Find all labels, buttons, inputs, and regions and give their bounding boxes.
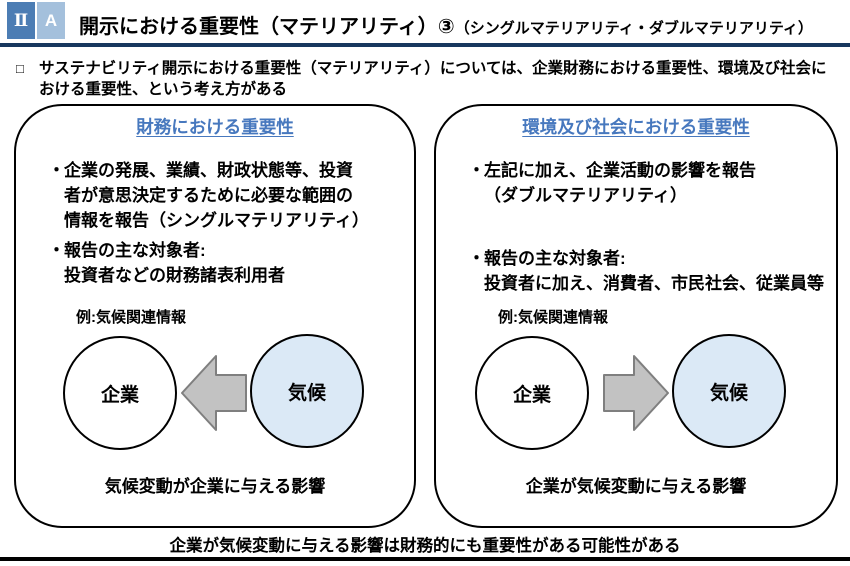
financial-bullet-2: ・ 報告の主な対象者: 投資者などの財務諸表利用者 (48, 238, 285, 288)
section-badge-a: A (37, 2, 65, 39)
environment-bullet-1-line-1: 左記に加え、企業活動の影響を報告 (484, 161, 756, 180)
environment-social-materiality-title: 環境及び社会における重要性 (522, 117, 750, 137)
financial-bullet-1-line-3: 情報を報告（シングルマテリアリティ） (64, 211, 369, 230)
environment-diagram-caption: 企業が気候変動に与える影響 (525, 477, 747, 496)
environment-bullet-2: ・ 報告の主な対象者: 投資者に加え、消費者、市民社会、従業員等 (468, 246, 824, 296)
climate-circle: 気候 (672, 334, 786, 448)
financial-bullet-1: ・ 企業の発展、業績、財政状態等、投資 者が意思決定するために必要な範囲の 情報… (48, 158, 369, 233)
environment-social-materiality-panel: 環境及び社会における重要性 ・ 左記に加え、企業活動の影響を報告 （ダブルマテリ… (434, 104, 838, 528)
environment-bullet-2-line-2: 投資者に加え、消費者、市民社会、従業員等 (484, 274, 824, 293)
environment-bullet-1-line-2: （ダブルマテリアリティ） (484, 186, 687, 205)
financial-materiality-panel: 財務における重要性 ・ 企業の発展、業績、財政状態等、投資 者が意思決定するため… (14, 104, 416, 528)
financial-bullet-1-line-2: 者が意思決定するために必要な範囲の (64, 186, 353, 205)
dot-bullet-icon: ・ (48, 241, 65, 260)
intro-text: サステナビリティ開示における重要性（マテリアリティ）については、企業財務における… (39, 60, 827, 98)
section-badge-roman-ii: Ⅱ (7, 2, 35, 39)
environment-bullet-2-line-1: 報告の主な対象者: (484, 249, 626, 268)
dot-bullet-icon: ・ (468, 161, 485, 180)
dot-bullet-icon: ・ (48, 161, 65, 180)
environment-bullet-1: ・ 左記に加え、企業活動の影響を報告 （ダブルマテリアリティ） (468, 158, 756, 208)
financial-bullet-1-line-1: 企業の発展、業績、財政状態等、投資 (64, 161, 353, 180)
financial-bullet-2-line-2: 投資者などの財務諸表利用者 (64, 266, 285, 285)
financial-diagram-caption: 気候変動が企業に与える影響 (104, 477, 326, 496)
financial-bullet-2-line-1: 報告の主な対象者: (64, 241, 206, 260)
arrow-left-icon (180, 348, 248, 438)
company-circle: 企業 (475, 336, 589, 450)
footer-divider (0, 557, 850, 561)
footer-summary: 企業が気候変動に与える影響は財務的にも重要性がある可能性がある (169, 537, 681, 555)
arrow-right-icon (602, 348, 670, 438)
company-circle: 企業 (63, 336, 177, 450)
page-title-main: 開示における重要性（マテリアリティ）③ (79, 16, 455, 38)
page-title-sub: （シングルマテリアリティ・ダブルマテリアリティ） (454, 20, 813, 37)
dot-bullet-icon: ・ (468, 249, 485, 268)
page-title: 開示における重要性（マテリアリティ）③（シングルマテリアリティ・ダブルマテリアリ… (79, 10, 813, 39)
financial-example-label: 例:気候関連情報 (76, 309, 186, 326)
climate-circle: 気候 (250, 334, 364, 448)
square-bullet-icon: □ (16, 61, 24, 76)
environment-example-label: 例:気候関連情報 (498, 309, 608, 326)
financial-materiality-title: 財務における重要性 (136, 117, 294, 137)
intro-statement: □ サステナビリティ開示における重要性（マテリアリティ）については、企業財務にお… (16, 58, 836, 100)
header-divider (0, 43, 850, 47)
